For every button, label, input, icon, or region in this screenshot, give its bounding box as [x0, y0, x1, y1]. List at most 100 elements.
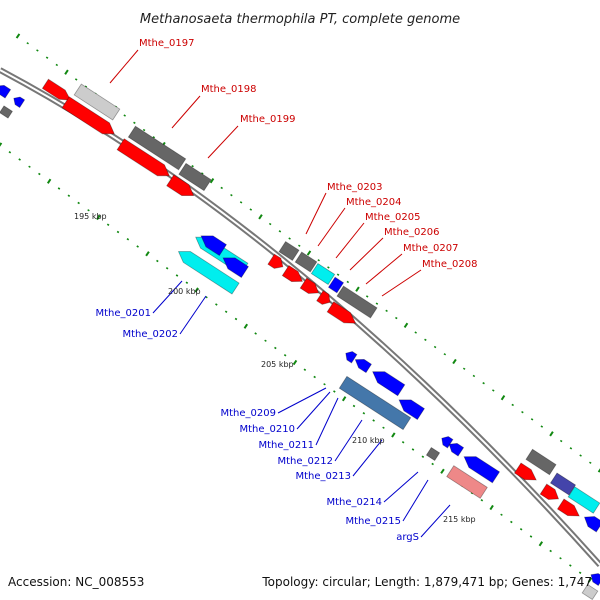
kbp-label-210: 210 kbp — [352, 436, 385, 445]
tick — [74, 78, 78, 81]
gene-label-mthe-0215[interactable]: Mthe_0215 — [346, 516, 402, 527]
gene-pseudo — [178, 162, 212, 192]
tick — [578, 571, 582, 574]
tick — [365, 295, 369, 298]
gene-label-mthe-0213[interactable]: Mthe_0213 — [296, 471, 352, 482]
accession-text: Accession: NC_008553 — [8, 575, 144, 589]
tick — [123, 114, 126, 117]
tick — [292, 359, 298, 366]
tick — [106, 223, 110, 226]
leader-line — [171, 95, 201, 129]
tick — [482, 382, 485, 385]
gene-highlighted — [581, 583, 599, 600]
tick — [18, 158, 21, 161]
gene-labels: Mthe_0197 Mthe_0198 Mthe_0199 Mthe_0203 … — [96, 38, 478, 543]
leader-line — [305, 192, 327, 235]
tick — [36, 49, 39, 52]
gene-label-mthe-0205[interactable]: Mthe_0205 — [365, 212, 421, 223]
tick — [194, 287, 199, 293]
kbp-label-195: 195 kbp — [74, 212, 107, 221]
gene-label-mthe-0197[interactable]: Mthe_0197 — [139, 38, 195, 49]
tick — [579, 454, 582, 457]
gene-label-mthe-0204[interactable]: Mthe_0204 — [346, 197, 402, 208]
leader-line — [152, 280, 183, 314]
topology-text: Topology: circular; Length: 1,879,471 bp… — [261, 575, 592, 589]
tick — [530, 418, 534, 421]
leader-line — [207, 125, 239, 159]
genome-backbone — [0, 67, 600, 568]
gene-reverse — [590, 573, 600, 587]
gene-reverse — [327, 276, 345, 294]
gene-label-mthe-0198[interactable]: Mthe_0198 — [201, 84, 257, 95]
gene-pseudo — [425, 446, 441, 462]
gene-label-mthe-0212[interactable]: Mthe_0212 — [278, 456, 334, 467]
tick — [462, 367, 466, 370]
tick — [288, 237, 291, 240]
tick — [209, 178, 215, 184]
tick — [64, 69, 69, 75]
tick — [249, 208, 253, 211]
gene-reverse — [441, 436, 454, 449]
gene-label-mthe-0207[interactable]: Mthe_0207 — [403, 243, 459, 254]
gene-forward — [61, 96, 115, 135]
tick — [45, 56, 49, 59]
gene-label-mthe-0202[interactable]: Mthe_0202 — [123, 329, 179, 340]
tick — [355, 286, 360, 292]
tick — [341, 396, 347, 402]
gene-forward — [556, 498, 580, 517]
gene-forward — [539, 483, 560, 500]
tick — [587, 577, 593, 583]
gene-label-mthe-0208[interactable]: Mthe_0208 — [422, 259, 478, 270]
gene-label-args[interactable]: argS — [396, 532, 419, 543]
gene-reverse — [13, 96, 26, 109]
tick — [46, 178, 52, 184]
tick — [116, 230, 120, 234]
gene-label-mthe-0211[interactable]: Mthe_0211 — [259, 440, 315, 451]
gene-reverse — [583, 516, 600, 533]
gene-label-mthe-0203[interactable]: Mthe_0203 — [327, 182, 383, 193]
gene-label-mthe-0209[interactable]: Mthe_0209 — [221, 408, 277, 419]
tick — [175, 274, 179, 277]
tick — [510, 520, 513, 524]
tick — [278, 230, 282, 233]
tick — [372, 419, 375, 422]
leader-line — [335, 222, 365, 259]
gene-pseudo — [0, 105, 13, 119]
tick — [38, 172, 41, 176]
gene-reverse — [448, 442, 465, 457]
tick — [215, 303, 218, 306]
gene-highlighted — [338, 375, 412, 431]
gene-label-mthe-0210[interactable]: Mthe_0210 — [240, 424, 296, 435]
gene-forward — [166, 174, 195, 197]
gene-label-mthe-0206[interactable]: Mthe_0206 — [384, 227, 440, 238]
tick — [55, 63, 59, 67]
gene-reverse — [463, 456, 501, 484]
gene-label-mthe-0199[interactable]: Mthe_0199 — [240, 114, 296, 125]
leader-line — [352, 439, 383, 477]
kbp-label-215: 215 kbp — [443, 515, 476, 524]
tick — [500, 513, 503, 516]
gene-pseudo — [127, 125, 187, 171]
gene-highlighted — [177, 251, 240, 295]
label-leader-lines — [109, 49, 451, 538]
tick — [424, 338, 427, 341]
tick — [480, 499, 484, 502]
tick — [185, 281, 189, 284]
tick — [431, 462, 434, 466]
gene-pseudo — [294, 251, 318, 273]
gene-reverse — [345, 351, 358, 364]
leader-line — [420, 504, 451, 538]
gene-label-mthe-0214[interactable]: Mthe_0214 — [327, 497, 383, 508]
leader-line — [334, 419, 363, 462]
tick — [224, 310, 228, 313]
gene-forward — [281, 264, 304, 283]
gene-highlighted — [310, 262, 336, 286]
tick — [362, 412, 366, 415]
gene-reverse — [398, 399, 425, 421]
tick — [239, 201, 243, 204]
gene-label-mthe-0201[interactable]: Mthe_0201 — [96, 308, 152, 319]
gene-forward — [41, 78, 72, 101]
tick — [472, 374, 476, 378]
tick — [152, 136, 156, 139]
